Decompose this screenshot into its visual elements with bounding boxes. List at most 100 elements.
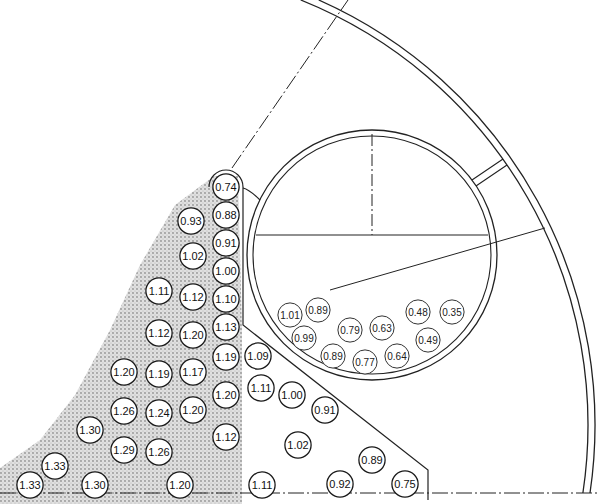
- rod-value: 0.48: [408, 307, 427, 318]
- fuel-rod-circle: 1.20: [179, 321, 207, 349]
- rod-value: 1.30: [84, 479, 105, 491]
- fuel-rod-circle: 1.17: [179, 358, 207, 386]
- rod-value: 0.49: [418, 335, 437, 346]
- rod-value: 1.11: [252, 479, 273, 491]
- rod-row-boundary: [209, 170, 428, 500]
- rod-value: 0.99: [294, 333, 313, 344]
- fuel-rod-circle: 1.12: [212, 423, 240, 451]
- water-rod-circle: 0.77: [352, 349, 378, 375]
- water-rod-circle: 0.79: [337, 317, 363, 343]
- fuel-rod-circle: 1.30: [81, 471, 109, 499]
- fuel-rod-circle: 1.00: [278, 381, 306, 409]
- rod-value: 1.12: [148, 327, 169, 339]
- rod-value: 0.89: [308, 305, 327, 316]
- tube-fin: [243, 188, 260, 200]
- rod-value: 0.88: [215, 209, 236, 221]
- rod-value: 1.13: [215, 321, 236, 333]
- rod-value: 1.20: [113, 366, 134, 378]
- fuel-rod-circle: 1.10: [212, 285, 240, 313]
- shaded-region: [0, 176, 242, 504]
- rod-value: 1.01: [280, 310, 299, 321]
- rod-value: 0.91: [215, 237, 236, 249]
- fuel-rod-circle: 0.89: [358, 446, 386, 474]
- rod-value: 0.74: [215, 181, 236, 193]
- fuel-rod-circle: 1.02: [284, 431, 312, 459]
- rod-value: 1.30: [79, 424, 100, 436]
- center-line: [372, 134, 373, 235]
- rod-value: 1.12: [215, 431, 236, 443]
- fuel-rod-circle: 1.26: [145, 438, 173, 466]
- rod-value: 1.12: [182, 291, 203, 303]
- water-tube: [253, 136, 491, 374]
- rod-value: 0.63: [372, 323, 391, 334]
- fuel-rod-circle: 0.74: [212, 173, 240, 201]
- fuel-rod-circle: 1.02: [179, 242, 207, 270]
- rod-value: 1.00: [281, 389, 302, 401]
- water-rod-circle: 0.63: [369, 315, 395, 341]
- rod-value: 0.92: [329, 478, 350, 490]
- fuel-rod-circle: 1.11: [247, 374, 275, 402]
- water-rod-circle: 0.48: [405, 299, 431, 325]
- fuel-rod-circle: 1.30: [76, 416, 104, 444]
- fuel-rod-circle: 1.20: [212, 381, 240, 409]
- water-rod-circle: 0.99: [291, 325, 317, 351]
- fuel-rod-circle: 1.12: [179, 283, 207, 311]
- fuel-rod-circle: 1.19: [212, 343, 240, 371]
- water-rod-circle: 0.89: [305, 297, 331, 323]
- rod-value: 1.10: [215, 293, 236, 305]
- fuel-rod-circle: 1.33: [41, 452, 69, 480]
- fuel-rod-circle: 1.20: [179, 396, 207, 424]
- rod-value: 1.02: [287, 439, 308, 451]
- rod-value: 1.24: [148, 407, 169, 419]
- rod-value: 1.00: [215, 265, 236, 277]
- rod-value: 1.19: [148, 368, 169, 380]
- water-rod-circle: 0.64: [384, 343, 410, 369]
- rod-value: 1.09: [247, 350, 268, 362]
- rod-value: 0.89: [361, 454, 382, 466]
- rod-value: 0.93: [180, 215, 201, 227]
- fuel-rod-circle: 1.09: [244, 342, 272, 370]
- rod-value: 0.79: [340, 325, 359, 336]
- rod-value: 1.11: [149, 285, 170, 297]
- rod-value: 0.89: [323, 351, 342, 362]
- tube-fin: [472, 159, 507, 186]
- rod-value: 1.19: [215, 351, 236, 363]
- water-rod-circle: 1.01: [277, 302, 303, 328]
- fuel-rod-circle: 1.26: [110, 397, 138, 425]
- rod-value: 1.20: [182, 404, 203, 416]
- fuel-rod-circle: 1.19: [145, 360, 173, 388]
- rod-value: 0.91: [314, 404, 335, 416]
- water-rod-circle: 0.49: [415, 327, 441, 353]
- fuel-rod-circle: 1.12: [145, 319, 173, 347]
- rod-value: 0.77: [355, 357, 374, 368]
- fuel-rod-circle: 1.13: [212, 313, 240, 341]
- fuel-rod-circle: 1.00: [212, 257, 240, 285]
- rod-value: 1.20: [215, 389, 236, 401]
- fuel-rod-circle: 0.91: [212, 229, 240, 257]
- rod-value: 1.29: [113, 444, 134, 456]
- fuel-rod-circle: 0.92: [326, 470, 354, 498]
- rod-value: 1.26: [113, 405, 134, 417]
- fuel-rod-circle: 1.29: [110, 436, 138, 464]
- fuel-rod-circle: 1.11: [248, 471, 276, 499]
- rod-value: 1.17: [182, 366, 203, 378]
- rod-value: 0.75: [394, 478, 415, 490]
- fuel-rod-circle: 1.20: [166, 471, 194, 499]
- fuel-rod-circle: 0.93: [177, 207, 205, 235]
- water-rod-circle: 0.35: [439, 299, 465, 325]
- rod-value: 0.64: [387, 351, 406, 362]
- rod-value: 0.35: [442, 307, 461, 318]
- fuel-rod-circle: 1.24: [145, 399, 173, 427]
- rod-value: 1.26: [148, 446, 169, 458]
- water-tube: [247, 130, 497, 380]
- rod-value: 1.33: [19, 479, 40, 491]
- rod-value: 1.02: [182, 250, 203, 262]
- fuel-rod-circle: 1.20: [110, 358, 138, 386]
- fuel-rod-circle: 0.91: [311, 396, 339, 424]
- rod-value: 1.11: [251, 382, 272, 394]
- water-rod-circle: 0.89: [320, 343, 346, 369]
- fuel-rod-circle: 1.11: [145, 277, 173, 305]
- rod-value: 1.33: [44, 460, 65, 472]
